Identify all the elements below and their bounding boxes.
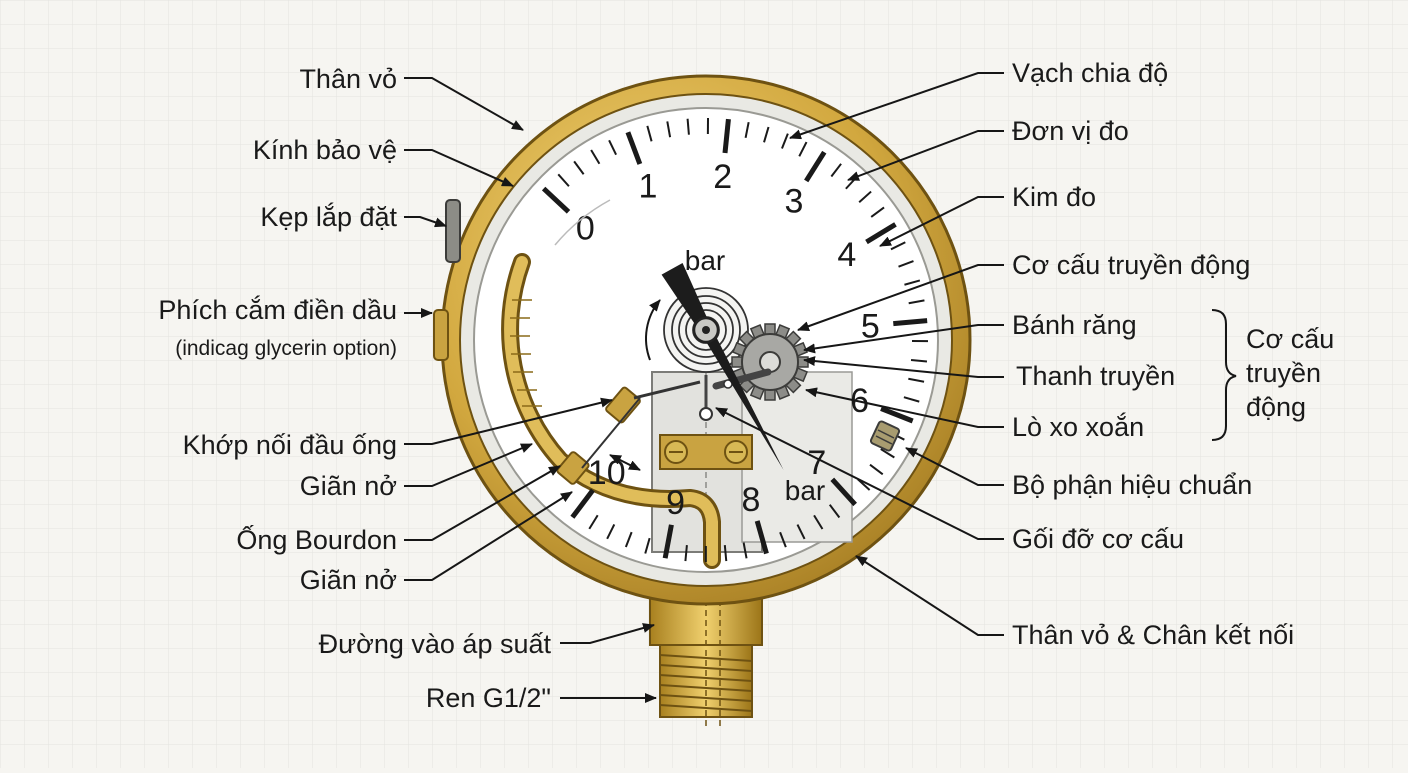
label-khop-noi: Khớp nối đầu ống <box>183 430 397 460</box>
label-gian-no-1: Giãn nở <box>300 471 397 501</box>
pinion-gear <box>732 324 808 400</box>
label-hieu-chuan: Bộ phận hiệu chuẩn <box>1012 470 1252 500</box>
oil-fill-plug <box>434 310 448 360</box>
minor-tick <box>688 119 689 135</box>
major-tick <box>893 321 927 324</box>
dial-number-3: 3 <box>784 182 803 220</box>
dial-number-4: 4 <box>837 236 856 274</box>
label-goi-do: Gối đỡ cơ cấu <box>1012 524 1184 554</box>
dial-number-10: 10 <box>588 454 626 492</box>
label-banh-rang: Bánh răng <box>1012 310 1137 340</box>
dial-number-2: 2 <box>713 158 732 196</box>
label-thanh-truyen: Thanh truyền <box>1016 361 1175 391</box>
unit-label-top: bar <box>685 245 725 276</box>
group-label-line1: Cơ cấu <box>1246 324 1334 354</box>
group-label-line3: động <box>1246 392 1306 422</box>
label-chan-ket-noi: Thân vỏ & Chân kết nối <box>1012 620 1294 650</box>
dial-number-1: 1 <box>638 168 657 206</box>
label-duong-vao: Đường vào áp suất <box>319 629 552 659</box>
label-ong-bourdon: Ống Bourdon <box>236 523 397 555</box>
label-kinh-bao-ve: Kính bảo vệ <box>253 135 397 165</box>
label-ren: Ren G1/2" <box>426 683 551 713</box>
label-co-cau: Cơ cấu truyền động <box>1012 250 1250 280</box>
label-phich-cam: Phích cắm điền dầu <box>158 294 397 325</box>
dial-number-8: 8 <box>741 481 760 519</box>
label-phich-cam-sub: (indicag glycerin option) <box>175 337 397 360</box>
group-label-line2: truyền <box>1246 358 1321 388</box>
label-lo-xo: Lò xo xoắn <box>1012 411 1144 442</box>
mounting-clamp <box>446 200 460 262</box>
major-tick <box>725 119 728 153</box>
unit-label-bottom: bar <box>785 475 825 506</box>
label-than-vo: Thân vỏ <box>299 64 397 94</box>
label-kep-lap-dat: Kẹp lắp đặt <box>260 201 397 232</box>
dial-number-9: 9 <box>666 484 685 522</box>
label-vach-chia: Vạch chia độ <box>1012 58 1168 88</box>
label-don-vi: Đơn vị đo <box>1012 116 1129 146</box>
label-kim-do: Kim đo <box>1012 182 1096 212</box>
label-gian-no-2: Giãn nở <box>300 565 397 595</box>
